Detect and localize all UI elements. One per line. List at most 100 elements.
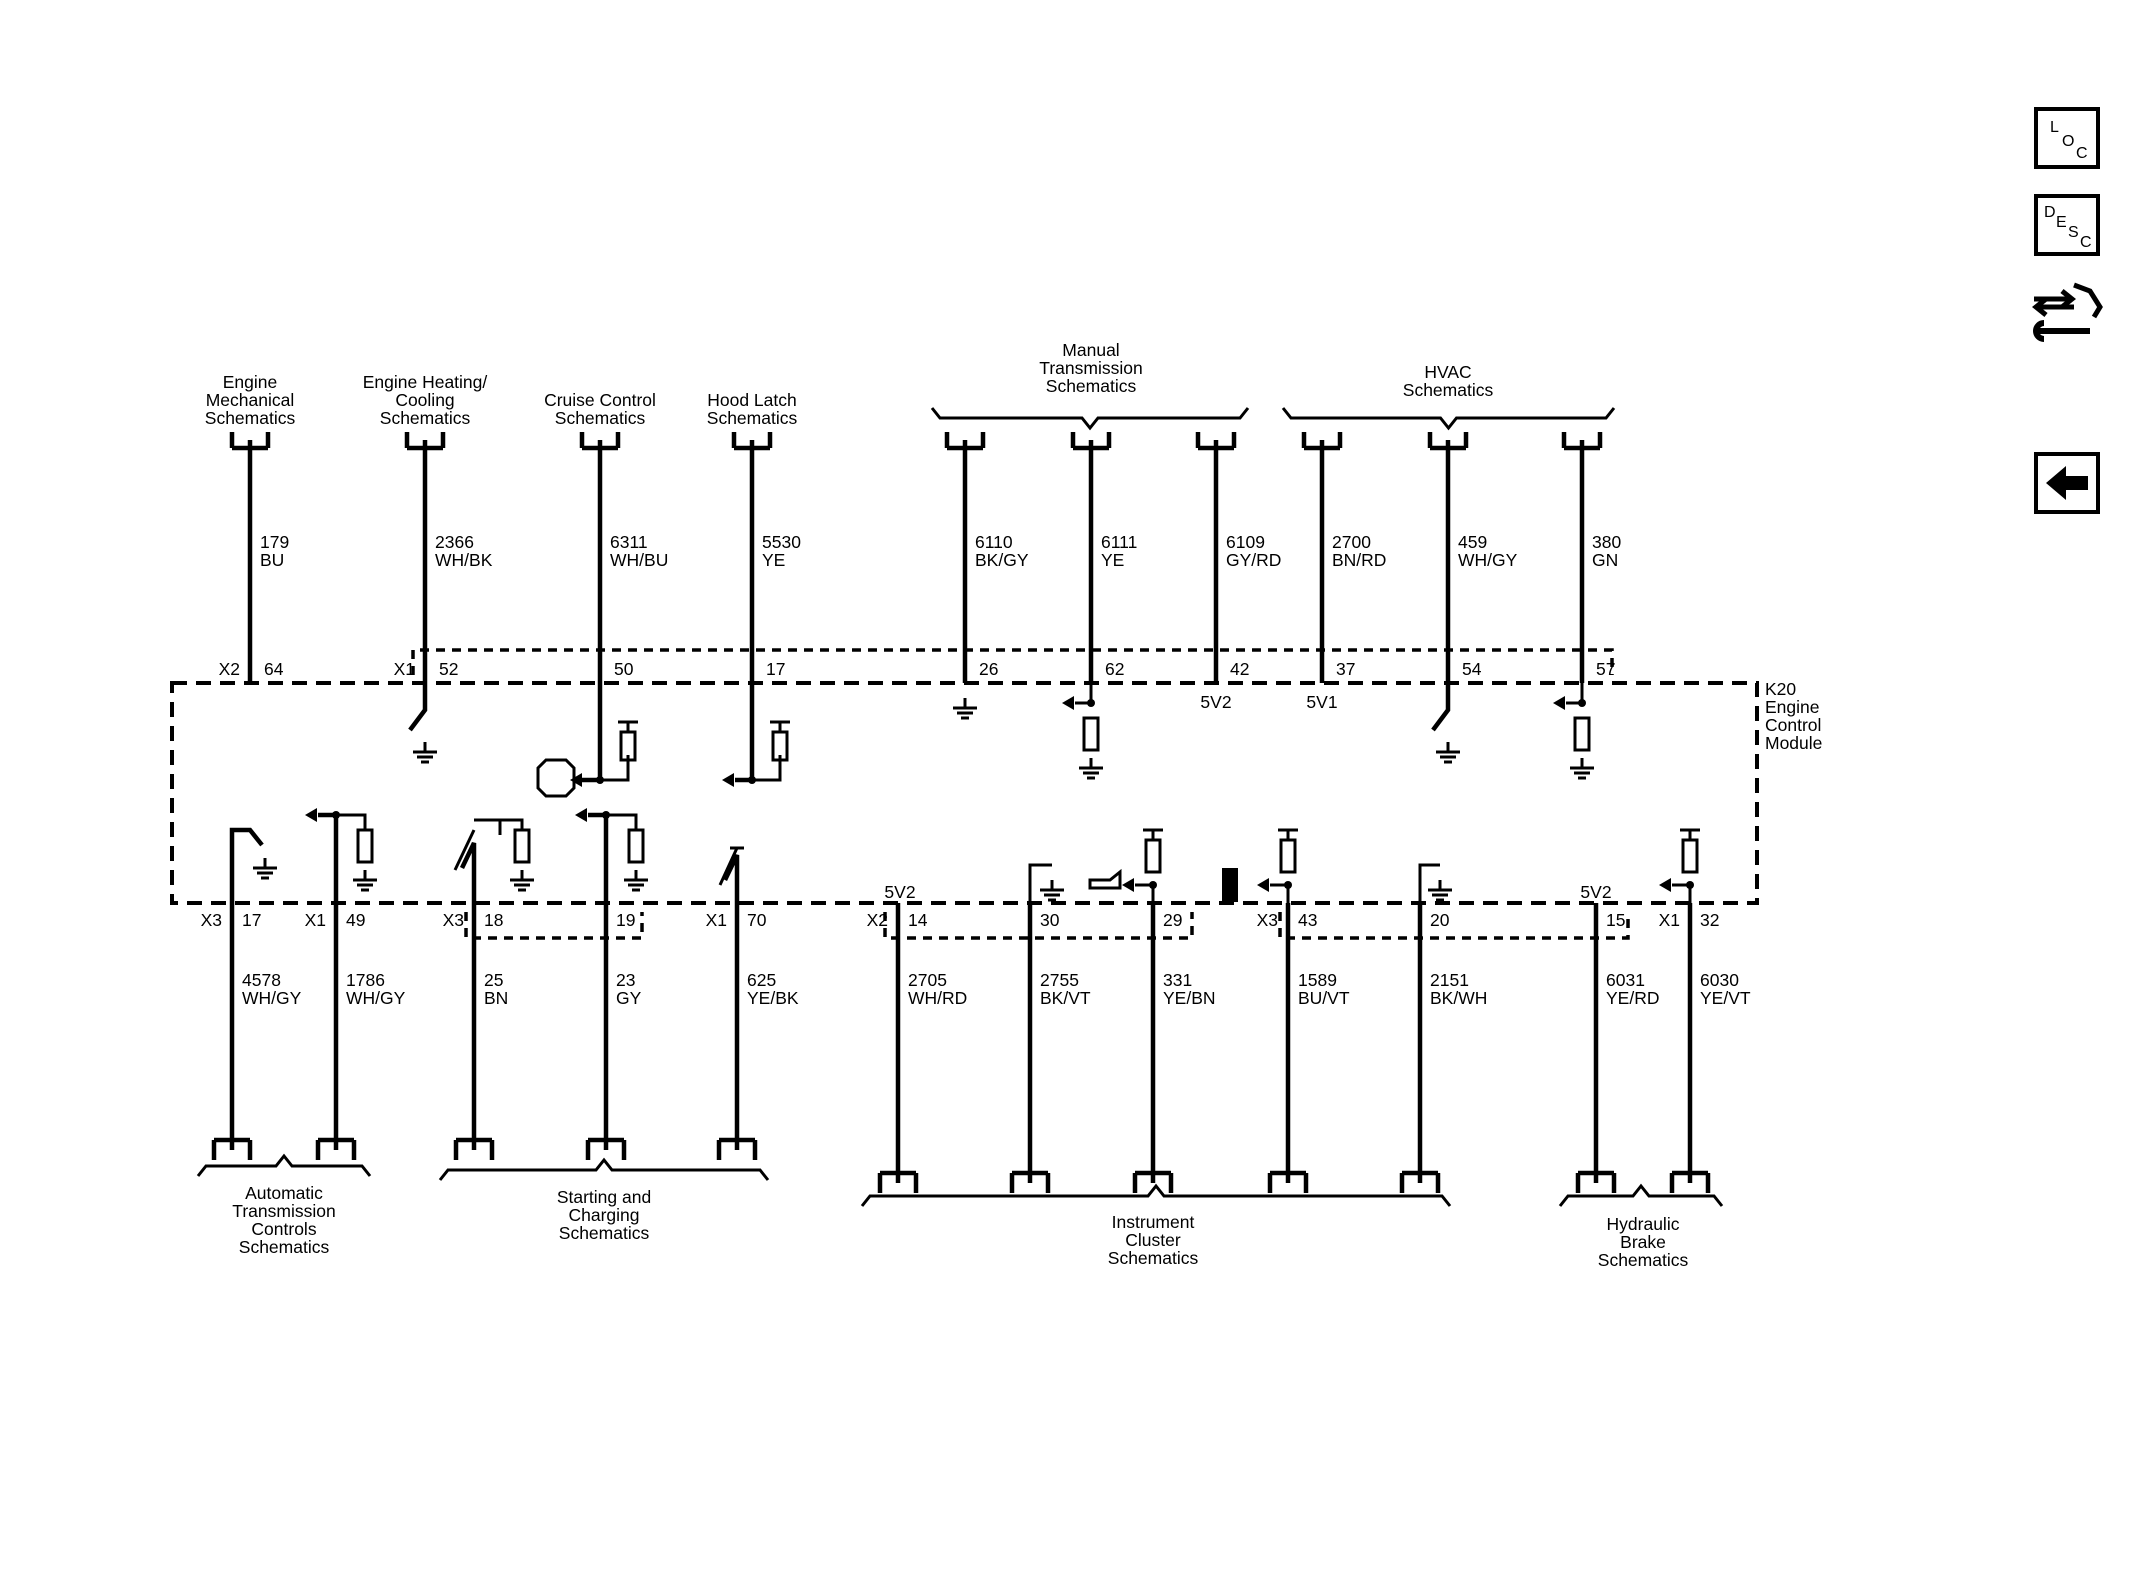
voltage-label: 5V2: [884, 882, 915, 902]
top-connector-symbol: [944, 432, 986, 451]
bottom-reference-label: Brake: [1620, 1232, 1666, 1252]
ground-symbol: [953, 698, 977, 720]
description-button[interactable]: D E S C: [2034, 194, 2100, 256]
resistor: [1144, 838, 1162, 874]
top-connector-symbol: [1427, 432, 1469, 451]
bottom-connector-symbol: [1575, 1170, 1617, 1193]
reference-bracket: [196, 1153, 372, 1177]
pin-number: 50: [614, 659, 634, 679]
top-reference-label: Cruise Control: [544, 390, 656, 410]
top-reference-label: Schematics: [205, 408, 296, 428]
top-reference-label: Mechanical: [206, 390, 295, 410]
pin-number: 29: [1163, 910, 1182, 930]
splice-dot: [1284, 881, 1292, 889]
wire-color: BK/GY: [975, 550, 1029, 570]
wire-color: BU/VT: [1298, 988, 1350, 1008]
top-reference-label: Schematics: [707, 408, 798, 428]
ground-symbol: [1570, 758, 1594, 780]
voltage-ref: [1143, 828, 1163, 840]
splice-dot: [1686, 881, 1694, 889]
connector-view-icon[interactable]: [2030, 277, 2106, 353]
module-name: Module: [1765, 733, 1822, 753]
bottom-connector-symbol: [315, 1137, 357, 1160]
circuit-number: 6311: [610, 532, 648, 552]
location-button[interactable]: L O C: [2034, 107, 2100, 169]
back-button[interactable]: [2034, 452, 2100, 514]
circuit-number: 6031: [1606, 970, 1645, 990]
connector-id: X1: [305, 910, 326, 930]
switch-arm: [718, 846, 744, 886]
connector-x2-bottom: [883, 912, 1194, 940]
circuit-number: 4578: [242, 970, 281, 990]
top-reference-label: Transmission: [1039, 358, 1142, 378]
pulldown-line: [500, 818, 524, 830]
arrow-icon: [1553, 696, 1565, 710]
circuit-number: 6110: [975, 532, 1013, 552]
ground-symbol: [353, 870, 377, 892]
resistor: [1681, 838, 1699, 874]
pin-number: 17: [242, 910, 261, 930]
circuit-number: 25: [484, 970, 503, 990]
wire-color: WH/RD: [908, 988, 967, 1008]
ground-symbol: [1428, 880, 1452, 902]
pin-number: 70: [747, 910, 767, 930]
reference-bracket: [438, 1157, 770, 1181]
stop-hand-icon: [536, 758, 576, 798]
pullup-line: [752, 755, 782, 782]
top-reference-label: Engine Heating/: [363, 372, 488, 392]
pin-number: 32: [1700, 910, 1719, 930]
top-reference-label: Cooling: [395, 390, 454, 410]
circuit-number: 2705: [908, 970, 947, 990]
signal-line: [1418, 863, 1440, 903]
pin-number: 18: [484, 910, 503, 930]
ground-symbol: [253, 858, 277, 880]
top-reference-label: Schematics: [1046, 376, 1137, 396]
wire-color: YE: [1101, 550, 1124, 570]
desc-letter-d: D: [2044, 204, 2056, 221]
connector-id: X1: [394, 659, 415, 679]
wire-color: WH/GY: [1458, 550, 1518, 570]
circuit-number: 459: [1458, 532, 1487, 552]
pin-number: 26: [979, 659, 998, 679]
loc-letter-l: L: [2050, 119, 2059, 136]
top-connector-symbol: [1301, 432, 1343, 451]
circuit-number: 331: [1163, 970, 1192, 990]
arrow-icon: [722, 773, 734, 787]
pullup-line: [600, 755, 630, 782]
bottom-reference-label: Transmission: [232, 1201, 335, 1221]
ground-symbol: [624, 870, 648, 892]
pin-number: 15: [1606, 910, 1625, 930]
wire-color: GY/RD: [1226, 550, 1281, 570]
top-connector-symbol: [731, 432, 773, 451]
bottom-reference-label: Controls: [251, 1219, 316, 1239]
top-reference-label: Schematics: [555, 408, 646, 428]
reference-bracket: [860, 1183, 1452, 1207]
connector-id: X1: [706, 910, 727, 930]
signal-line: [588, 812, 609, 903]
pin-number: 20: [1430, 910, 1450, 930]
bottom-reference-label: Automatic: [245, 1183, 323, 1203]
circuit-number: 23: [616, 970, 635, 990]
wire-color: YE/VT: [1700, 988, 1751, 1008]
bottom-reference-label: Starting and: [557, 1187, 651, 1207]
top-reference-label: Schematics: [1403, 380, 1494, 400]
circuit-number: 6111: [1101, 532, 1137, 552]
pin-number: 49: [346, 910, 365, 930]
wire-color: WH/BU: [610, 550, 668, 570]
wire-color: YE/BK: [747, 988, 799, 1008]
ecm-boundary: [170, 681, 1759, 905]
resistor: [627, 828, 645, 864]
desc-letter-e: E: [2056, 214, 2067, 231]
circuit-number: 2700: [1332, 532, 1371, 552]
pin-number: 42: [1230, 659, 1249, 679]
signal-line: [318, 812, 339, 903]
circuit-number: 5530: [762, 532, 801, 552]
circuit-number: 2366: [435, 532, 474, 552]
reference-bracket: [1558, 1183, 1724, 1207]
circuit-number: 1589: [1298, 970, 1337, 990]
bottom-connector-symbol: [1267, 1170, 1309, 1193]
top-reference-label: Manual: [1062, 340, 1119, 360]
wire-color: YE/RD: [1606, 988, 1659, 1008]
bottom-reference-label: Instrument: [1112, 1212, 1195, 1232]
pin-number: 54: [1462, 659, 1482, 679]
